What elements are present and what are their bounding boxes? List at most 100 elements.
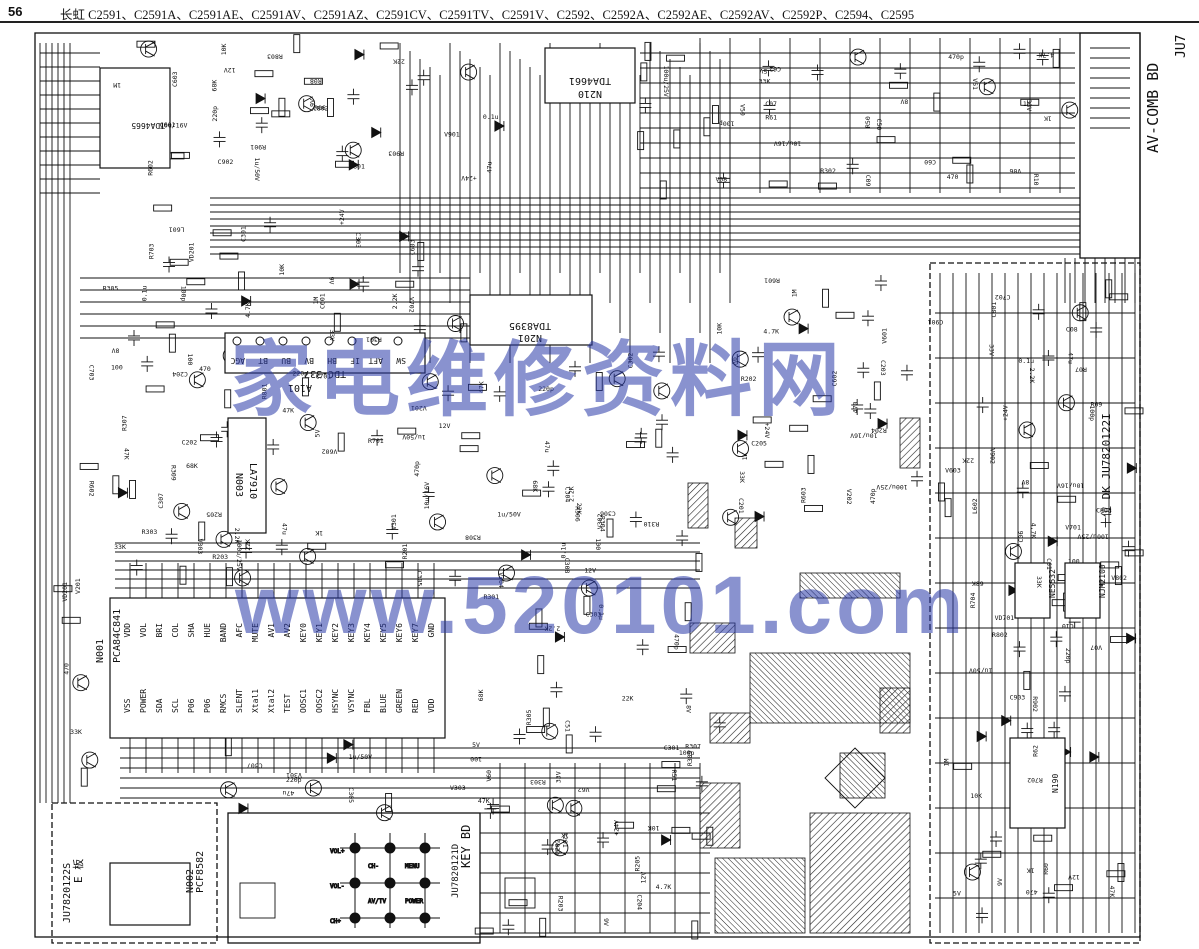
ref-label: R306 — [573, 506, 581, 522]
ref-label: V303 — [196, 539, 204, 555]
ref-label: V61 — [971, 78, 979, 90]
ref-label: R205 — [206, 510, 222, 518]
ref-label: V62 — [578, 786, 590, 794]
e-board-frame — [51, 802, 218, 944]
ref-label: R307 — [685, 743, 701, 751]
ref-label: R308 — [465, 534, 481, 542]
capacitor — [666, 446, 679, 463]
ref-label: V202 — [845, 489, 853, 505]
transistor — [220, 781, 238, 799]
ref-label: 220p — [1064, 648, 1072, 664]
ref-label: 68K — [211, 80, 219, 92]
diode — [238, 802, 249, 815]
capacitor — [405, 79, 418, 96]
tuner-pin — [255, 336, 265, 346]
ref-label: +24V — [612, 820, 620, 836]
ref-label: R51 — [670, 770, 678, 782]
diode — [521, 549, 532, 561]
resistor — [606, 518, 614, 538]
resistor — [79, 462, 99, 470]
ref-label: 4.7K — [763, 327, 779, 335]
resistor — [136, 40, 156, 48]
ref-label: 1M — [943, 759, 951, 767]
ref-label: V902 — [988, 448, 996, 464]
capacitor — [763, 99, 776, 116]
resistor — [212, 229, 232, 237]
resistor — [254, 70, 274, 78]
transistor — [140, 40, 158, 58]
mcu-pin-label: AFC — [235, 623, 244, 638]
ref-label: C06 — [1017, 531, 1025, 543]
resistor — [768, 180, 788, 188]
resistor — [1109, 293, 1129, 301]
ref-label: C306 — [600, 510, 616, 518]
hatched-area — [687, 482, 709, 529]
diode — [326, 752, 338, 764]
tuner-pin-label: BV — [304, 356, 314, 365]
mcu-pin-label: KEY4 — [363, 623, 372, 642]
ref-label: 33V — [555, 771, 563, 783]
tuner-pin — [370, 336, 380, 346]
capacitor — [141, 355, 154, 372]
ref-label: 10K — [970, 792, 982, 800]
ref-label: C307 — [157, 493, 165, 509]
ref-label: V702 — [408, 297, 416, 313]
resistor — [595, 372, 603, 391]
ref-label: R702 — [1027, 776, 1043, 784]
ref-label: R201 — [561, 832, 569, 848]
ref-label: R07 — [1075, 365, 1087, 373]
ref-label: 220p — [292, 369, 308, 377]
ref-label: C603 — [171, 71, 179, 87]
ref-label: C205 — [751, 439, 767, 447]
ref-label: R09 — [1091, 401, 1103, 409]
ref-label: R309 — [170, 465, 178, 481]
diode — [255, 92, 267, 105]
resistor — [807, 454, 815, 474]
ref-label: V304 — [497, 572, 505, 588]
capacitor — [990, 831, 1003, 848]
ref-label: C603 — [408, 239, 416, 255]
capacitor — [1042, 350, 1055, 367]
ref-label: 470 — [199, 365, 211, 373]
ref-label: 10K — [220, 43, 228, 55]
ref-label: 1u/50V — [969, 667, 993, 675]
ref-label: 100u/25V — [662, 66, 670, 97]
transistor — [344, 141, 362, 159]
capacitor — [752, 346, 765, 363]
diode — [1001, 714, 1012, 727]
key-label: MENU — [405, 863, 420, 870]
ref-label: 1K — [1044, 115, 1052, 123]
cross-board-label: 十位 DK JU7820122I — [1099, 413, 1113, 528]
ref-label: C09 — [864, 175, 872, 187]
resistor — [565, 734, 573, 754]
ref-label: V60 — [485, 770, 493, 782]
resistor — [1114, 566, 1122, 586]
ref-label: C51 — [563, 720, 571, 732]
mcu-pin-label: P06 — [203, 698, 212, 713]
capacitor — [676, 530, 689, 547]
ref-label: 1K — [315, 529, 323, 537]
ref-label: R205 — [633, 856, 641, 872]
diode — [1089, 751, 1100, 763]
diode — [348, 159, 360, 171]
capacitor — [874, 275, 887, 292]
ref-label: R203 — [212, 553, 228, 561]
resistor — [691, 920, 699, 940]
capacitor — [487, 798, 500, 815]
ref-label: R60 — [1042, 863, 1050, 875]
ref-label: C08 — [1066, 326, 1078, 334]
resistor — [395, 280, 415, 288]
ref-label: R602 — [87, 481, 95, 497]
mcu-pin-label: P06 — [187, 698, 196, 713]
ref-label: V603 — [945, 467, 961, 475]
ref-label: 470 — [947, 173, 959, 181]
ref-label: 12V — [439, 422, 451, 430]
resistor — [129, 480, 136, 499]
resistor — [1110, 635, 1130, 643]
ref-label: 5V — [759, 67, 767, 75]
capacitor — [717, 172, 730, 189]
resistor — [1100, 561, 1120, 569]
hatched-area — [839, 752, 886, 799]
hatched-area — [899, 417, 921, 469]
capacitor — [1013, 641, 1026, 658]
